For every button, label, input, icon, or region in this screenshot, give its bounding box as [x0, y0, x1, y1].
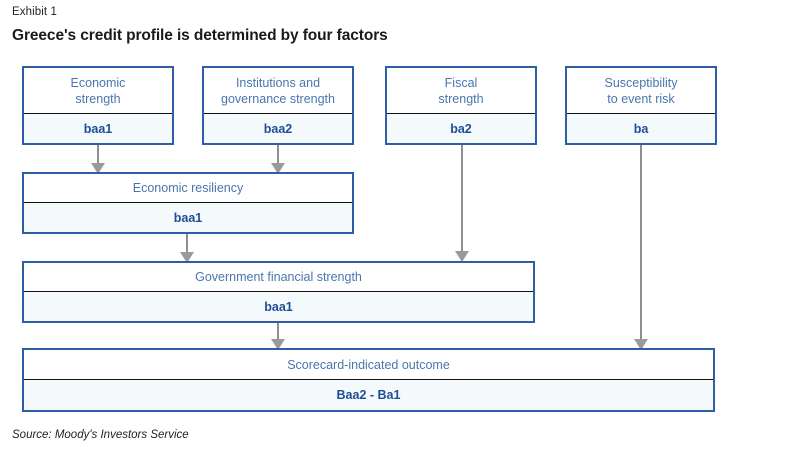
connector-line	[186, 234, 188, 254]
page-title: Greece's credit profile is determined by…	[12, 27, 388, 44]
node-economic-strength-value: baa1	[24, 113, 172, 143]
node-scorecard-value: Baa2 - Ba1	[24, 379, 713, 410]
node-scorecard-title: Scorecard-indicated outcome	[24, 350, 713, 379]
node-govt-financial-value: baa1	[24, 291, 533, 321]
node-govt-financial-title: Government financial strength	[24, 263, 533, 291]
exhibit-label: Exhibit 1	[12, 6, 58, 18]
node-economic-resiliency[interactable]: Economic resiliency baa1	[22, 172, 354, 234]
connector-line	[640, 145, 642, 341]
node-economic-resiliency-value: baa1	[24, 202, 352, 232]
connector-line	[461, 145, 463, 253]
connector-line	[97, 145, 99, 165]
arrowhead-icon	[271, 339, 285, 350]
node-fiscal-strength[interactable]: Fiscal strength ba2	[385, 66, 537, 145]
node-institutions-and-governance-strength[interactable]: Institutions and governance strength baa…	[202, 66, 354, 145]
connector-line	[277, 145, 279, 165]
source-note: Source: Moody's Investors Service	[12, 429, 189, 441]
arrowhead-icon	[455, 251, 469, 262]
arrowhead-icon	[634, 339, 648, 350]
node-economic-resiliency-title: Economic resiliency	[24, 174, 352, 202]
arrowhead-icon	[180, 252, 194, 263]
node-fiscal-value: ba2	[387, 113, 535, 143]
arrowhead-icon	[271, 163, 285, 174]
node-economic-strength-title: Economic strength	[24, 68, 172, 113]
node-fiscal-title: Fiscal strength	[387, 68, 535, 113]
node-economic-strength[interactable]: Economic strength baa1	[22, 66, 174, 145]
node-scorecard-indicated-outcome[interactable]: Scorecard-indicated outcome Baa2 - Ba1	[22, 348, 715, 412]
node-susceptibility-title: Susceptibility to event risk	[567, 68, 715, 113]
node-institutions-value: baa2	[204, 113, 352, 143]
arrowhead-icon	[91, 163, 105, 174]
node-institutions-title: Institutions and governance strength	[204, 68, 352, 113]
node-government-financial-strength[interactable]: Government financial strength baa1	[22, 261, 535, 323]
connector-line	[277, 323, 279, 341]
node-susceptibility-value: ba	[567, 113, 715, 143]
node-susceptibility-to-event-risk[interactable]: Susceptibility to event risk ba	[565, 66, 717, 145]
